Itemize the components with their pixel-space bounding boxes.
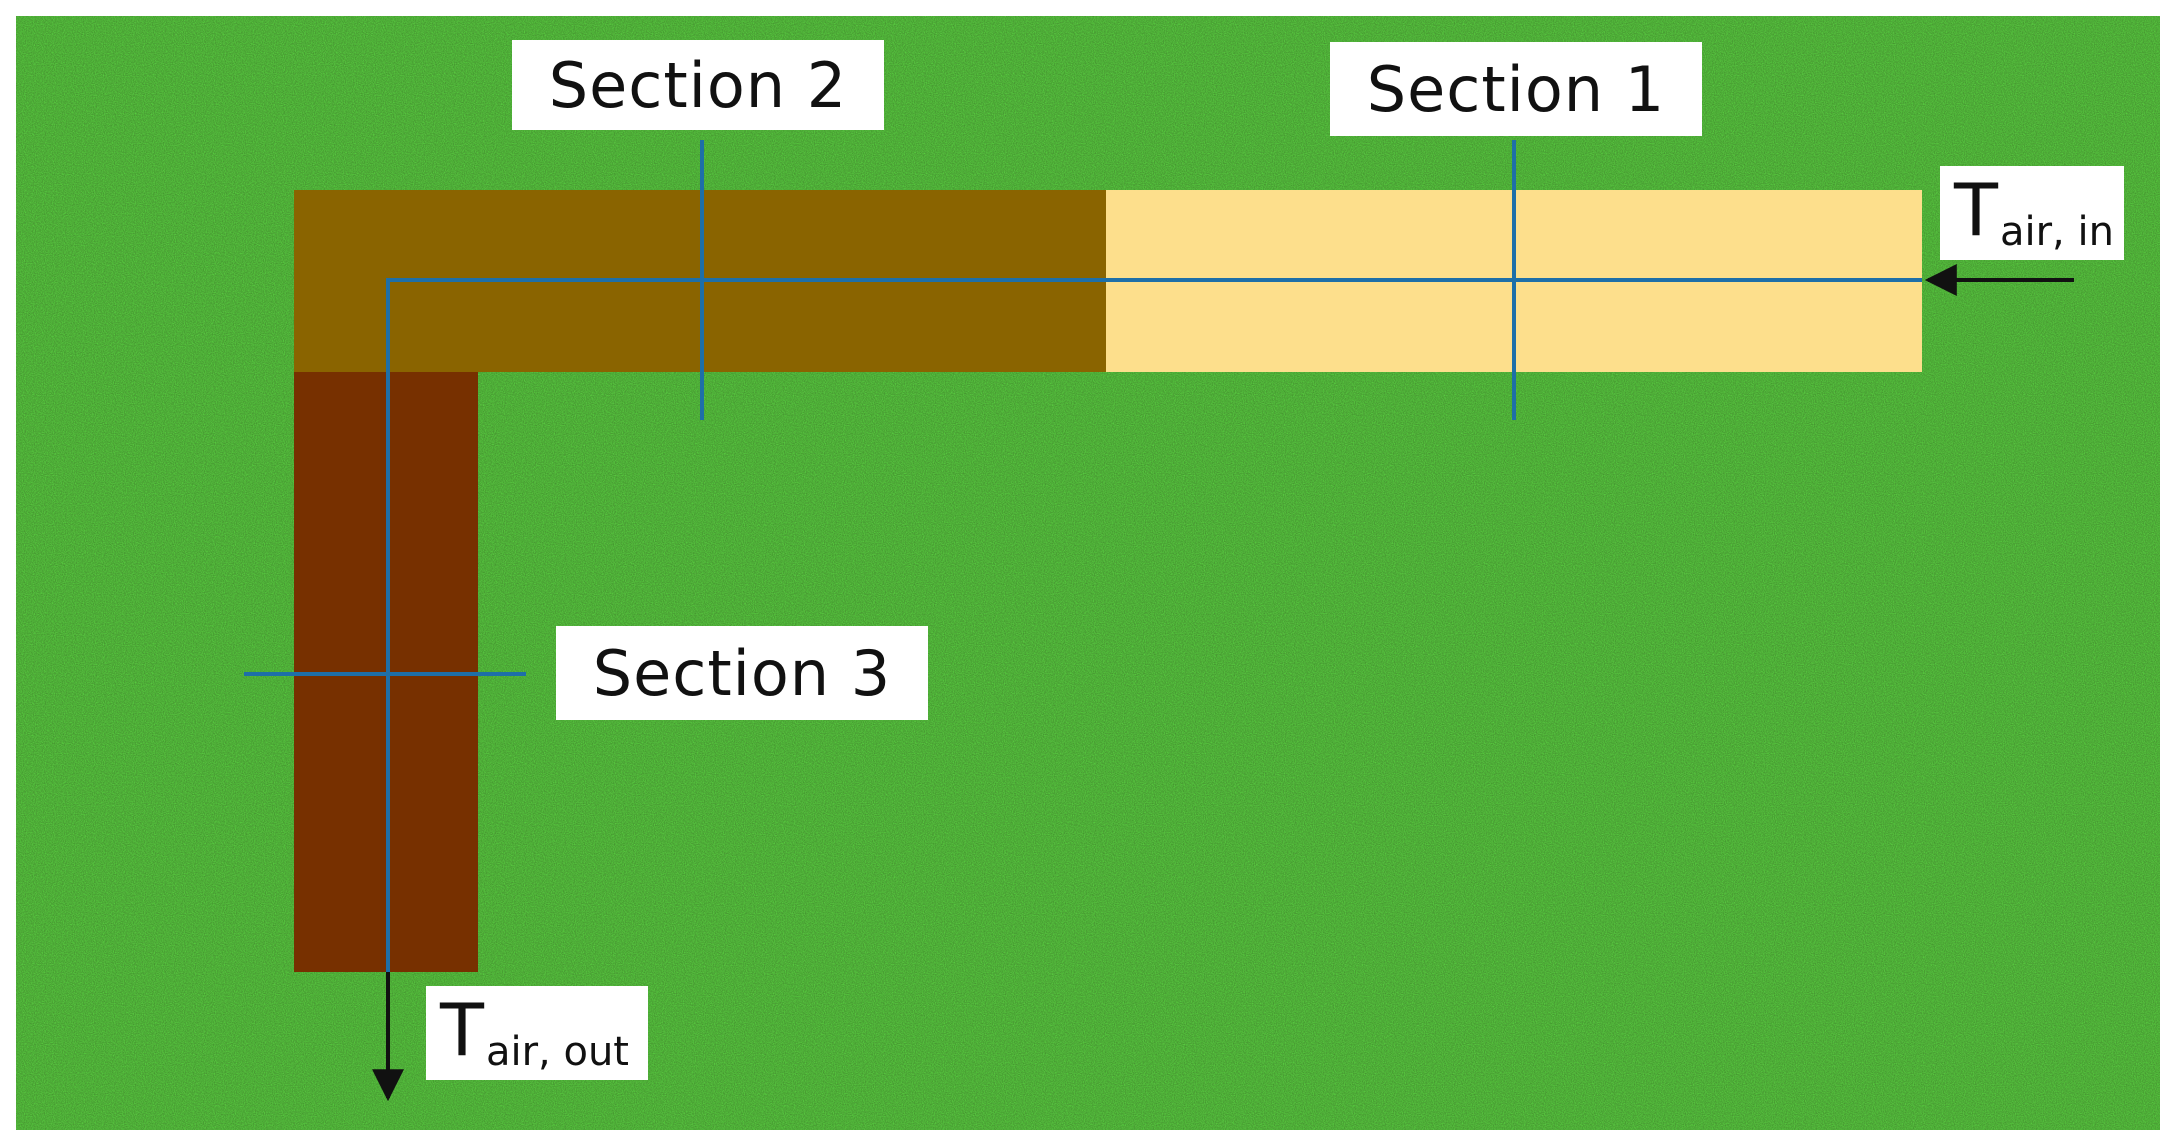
section-2-label: Section 2 — [512, 40, 884, 130]
air-inlet-temperature-subscript: air, in — [1999, 209, 2114, 255]
section-3-label: Section 3 — [556, 626, 928, 720]
air-outlet-temperature-symbol: T — [440, 988, 484, 1072]
airflow-centerline — [386, 278, 1922, 972]
section-1-label: Section 1 — [1330, 42, 1702, 136]
air-outlet-temperature-subscript: air, out — [485, 1029, 629, 1075]
air-inlet-temperature-symbol: T — [1954, 168, 1998, 252]
